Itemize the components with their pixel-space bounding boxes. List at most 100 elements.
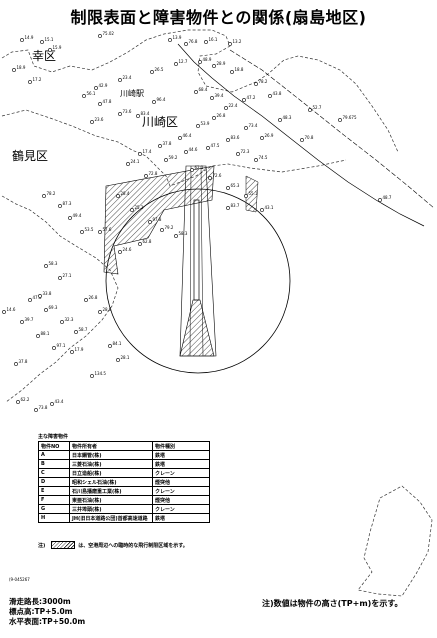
obstacle-height-label: 16.1 — [209, 37, 218, 42]
obstacle-marker — [144, 174, 148, 178]
obstacle-marker — [168, 38, 172, 42]
obstacle-height-label: 42.9 — [99, 83, 108, 88]
map-title: 制限表面と障害物件との関係(扇島地区) — [70, 8, 367, 27]
obstacle-marker — [194, 90, 198, 94]
obstacle-height-label: 83.4 — [141, 111, 150, 116]
legend-cell: 鉄塔 — [152, 450, 210, 460]
obstacle-height-label: 22.4 — [229, 103, 238, 108]
obstacle-marker — [74, 330, 78, 334]
legend-cell: H — [38, 513, 70, 523]
legend-cell: 日本鋼管(株) — [69, 450, 153, 460]
obstacle-height-label: 48.7 — [383, 195, 392, 200]
obstacle-marker — [12, 68, 16, 72]
obstacle-height-label: 28.1 — [121, 355, 130, 360]
obstacle-height-label: 72.3 — [241, 149, 250, 154]
obstacle-marker — [90, 120, 94, 124]
obstacle-marker — [52, 346, 56, 350]
obstacle-marker — [44, 264, 48, 268]
obstacle-marker — [184, 42, 188, 46]
obstacle-marker — [226, 138, 230, 142]
obstacle-height-label: 18.8 — [235, 67, 244, 72]
legend-cell: クレーン — [152, 486, 210, 496]
obstacle-marker — [14, 362, 18, 366]
approach-surface — [179, 165, 217, 357]
obstacle-height-label: 17.2 — [33, 77, 42, 82]
obstacle-height-label: 52.7 — [313, 105, 322, 110]
obstacle-marker — [210, 96, 214, 100]
obstacle-marker — [196, 124, 200, 128]
legend-header-row: 物件NO 物件所有者 物件種別 — [38, 441, 210, 451]
obstacle-height-label: 59.2 — [169, 155, 178, 160]
legend-cell: 三菱石油(株) — [69, 459, 153, 469]
airport-spec: 滑走路長:3000m 標点高:TP+5.0m 水平表面:TP+50.0m — [9, 597, 85, 627]
obstacle-height-label: 17.9 — [75, 347, 84, 352]
obstacle-marker — [34, 408, 38, 412]
obstacle-height-label: 78.2 — [47, 191, 56, 196]
obstacle-marker — [118, 78, 122, 82]
legend-cell: 鉄塔 — [152, 459, 210, 469]
obstacle-height-label: 97.8 — [153, 217, 162, 222]
obstacle-marker — [190, 168, 194, 172]
obstacle-marker — [174, 62, 178, 66]
obstacle-height-label: 37.8 — [163, 141, 172, 146]
obstacle-height-label: 26.9 — [265, 133, 274, 138]
obstacle-height-label: 28.6 — [103, 307, 112, 312]
legend-cell: C — [38, 468, 70, 478]
obstacle-height-label: 62.2 — [21, 397, 30, 402]
obstacle-marker — [152, 100, 156, 104]
obstacle-height-label: 14.6 — [7, 307, 16, 312]
obstacle-height-label: 88.1 — [41, 331, 50, 336]
obstacle-height-label: 13.2 — [233, 39, 242, 44]
legend-cell: 日立造船(株) — [69, 468, 153, 478]
obstacle-marker — [308, 108, 312, 112]
obstacle-height-label: 33.8 — [43, 291, 52, 296]
obstacle-marker — [28, 80, 32, 84]
obstacle-marker — [116, 194, 120, 198]
obstacle-height-label: 17.4 — [143, 149, 152, 154]
obstacle-height-label: 47.5 — [211, 143, 220, 148]
rail-line — [177, 43, 425, 227]
obstacle-marker — [60, 320, 64, 324]
runway — [193, 199, 200, 301]
obstacle-height-label: 26.5 — [155, 67, 164, 72]
obstacle-height-label: 75.02 — [103, 31, 115, 36]
legend-cell: 石川島播磨重工業(株) — [69, 486, 153, 496]
restricted-zone — [103, 165, 215, 275]
obstacle-height-label: 58.3 — [179, 231, 188, 236]
legend-header-no: 物件NO — [38, 441, 70, 451]
footer-code: (9-045267 — [9, 577, 30, 582]
obstacle-height-label: 26.8 — [89, 295, 98, 300]
legend-cell: 煙突他 — [152, 477, 210, 487]
obstacle-height-label: 37.8 — [19, 359, 28, 364]
obstacle-height-label: 83.7 — [231, 203, 240, 208]
obstacle-height-label: 48.9 — [203, 57, 212, 62]
station-label: 川崎駅 — [120, 88, 144, 98]
obstacle-marker — [378, 198, 382, 202]
obstacle-marker — [48, 48, 52, 52]
legend-cell: 東亜石油(株) — [69, 495, 153, 505]
obstacle-marker — [82, 94, 86, 98]
hatch-swatch — [51, 541, 76, 549]
obstacle-marker — [212, 64, 216, 68]
obstacle-marker — [226, 206, 230, 210]
obstacle-marker — [158, 144, 162, 148]
ward-label-tsurumi: 鶴見区 — [12, 148, 48, 163]
obstacle-marker — [228, 42, 232, 46]
obstacle-marker — [198, 60, 202, 64]
obstacle-marker — [178, 136, 182, 140]
obstacle-height-label: 23.4 — [123, 75, 132, 80]
obstacle-marker — [300, 138, 304, 142]
obstacle-marker — [118, 250, 122, 254]
obstacle-height-label: 24.1 — [131, 159, 140, 164]
legend-cell: 鉄塔 — [152, 513, 210, 523]
obstacle-marker — [150, 70, 154, 74]
obstacle-marker — [94, 86, 98, 90]
